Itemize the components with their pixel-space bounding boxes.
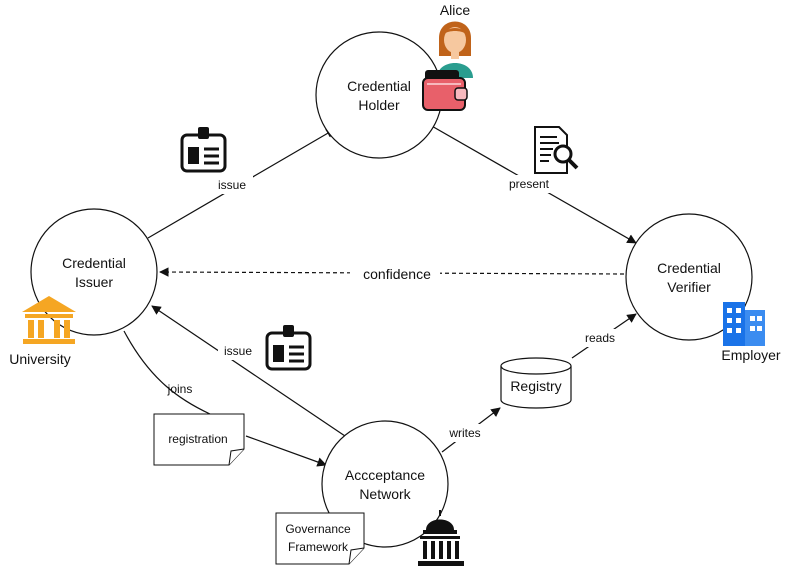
svg-text:Issuer: Issuer: [75, 274, 113, 290]
edge-label-issue-bottom: issue: [224, 344, 252, 358]
edge-registration-to-network: [245, 435, 327, 467]
node-credential-issuer: Credential Issuer: [30, 208, 158, 336]
wallet-icon: [422, 70, 468, 111]
registration-document: registration: [153, 413, 245, 466]
svg-text:Framework: Framework: [288, 540, 349, 554]
edge-label-joins: joins: [167, 382, 193, 396]
edge-issue-from-network: [151, 305, 346, 437]
university-icon: [22, 296, 76, 344]
capitol-icon: [418, 510, 464, 566]
edge-label-confidence: confidence: [363, 266, 431, 282]
svg-text:Holder: Holder: [358, 97, 400, 113]
governance-framework-document: Governance Framework: [275, 512, 365, 565]
edge-label-writes: writes: [448, 426, 480, 440]
person-icon: [437, 21, 473, 78]
svg-text:Accceptance: Accceptance: [345, 467, 425, 483]
svg-text:Credential: Credential: [347, 78, 411, 94]
edge-label-present: present: [509, 177, 550, 191]
svg-text:Verifier: Verifier: [667, 279, 711, 295]
svg-text:Credential: Credential: [62, 255, 126, 271]
document-search-icon: [534, 126, 579, 174]
node-credential-holder: Credential Holder: [315, 31, 443, 159]
edge-joins: [123, 330, 211, 415]
actor-label-employer: Employer: [721, 347, 780, 363]
node-credential-verifier: Credential Verifier: [625, 213, 753, 341]
edge-label-issue-top: issue: [218, 178, 246, 192]
registry-label: Registry: [510, 378, 561, 394]
database-icon: Registry: [500, 357, 572, 409]
svg-text:Governance: Governance: [285, 522, 351, 536]
id-badge-icon: [265, 325, 312, 371]
svg-text:Credential: Credential: [657, 260, 721, 276]
office-building-icon: [723, 302, 765, 346]
actor-label-alice: Alice: [440, 2, 471, 18]
svg-text:Network: Network: [359, 486, 411, 502]
svg-text:registration: registration: [168, 432, 227, 446]
id-badge-icon: [180, 127, 227, 173]
actor-label-university: University: [9, 351, 70, 367]
edge-label-reads: reads: [585, 331, 615, 345]
